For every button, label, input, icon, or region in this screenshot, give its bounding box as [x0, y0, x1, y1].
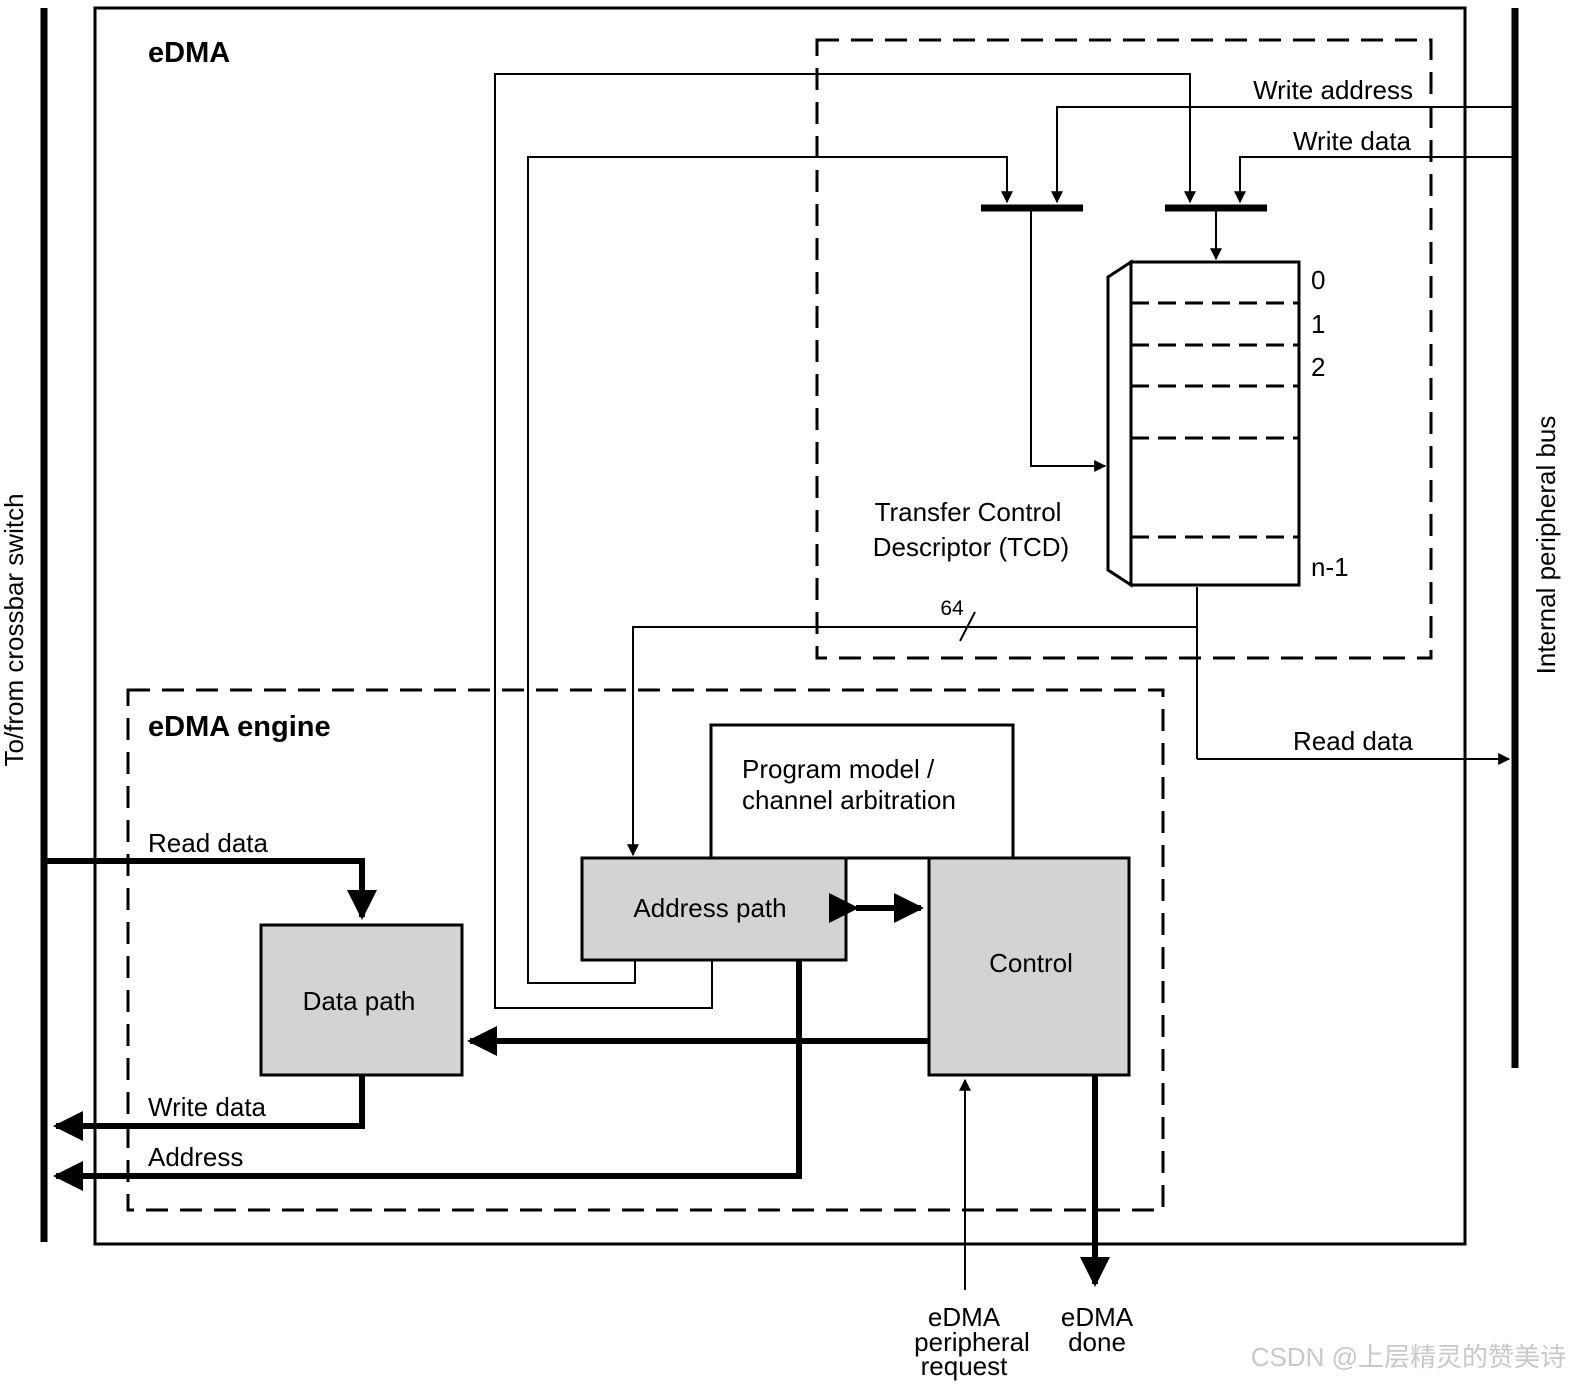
tcd-row-label-0: 0 — [1311, 265, 1325, 295]
request-label-line1: eDMA — [928, 1302, 1001, 1332]
write-address-label: Write address — [1253, 75, 1413, 105]
address-path-label: Address path — [633, 893, 786, 923]
write-data-line — [1234, 156, 1515, 204]
write-data-output-line — [53, 1075, 365, 1141]
tcd-row-label-1: 1 — [1311, 309, 1325, 339]
done-label-line2: done — [1068, 1327, 1126, 1357]
control-label: Control — [989, 948, 1073, 978]
tcd-to-address-path — [627, 626, 1197, 857]
request-label-line2: peripheral — [914, 1327, 1030, 1357]
request-label-line3: request — [921, 1351, 1008, 1381]
bus-width-slash — [959, 611, 976, 642]
bus-read-data-label: Read data — [1293, 726, 1414, 756]
control-block — [927, 856, 1131, 1077]
engine-title: eDMA engine — [148, 711, 331, 743]
tcd-row-label-2: 2 — [1311, 352, 1325, 382]
watermark: CSDN @上层精灵的赞美诗 — [1251, 1342, 1566, 1372]
tcd-row-label-last: n-1 — [1311, 552, 1349, 582]
read-data-input-line — [44, 858, 377, 920]
engine-read-data-label: Read data — [148, 828, 269, 858]
edma-outer-box — [93, 6, 1467, 1246]
address-path-block — [580, 856, 848, 962]
mux-left-output — [1030, 211, 1107, 472]
data-path-label: Data path — [303, 986, 416, 1016]
tcd-region — [815, 38, 1433, 660]
program-model-label-line2: channel arbitration — [742, 785, 956, 815]
bus-label: Internal peripheral bus — [1531, 416, 1561, 675]
addr-feedback-inner — [527, 156, 1013, 984]
address-output-line — [53, 960, 802, 1191]
engine-region — [126, 688, 1165, 1212]
tcd-label-line1: Transfer Control — [875, 497, 1062, 527]
write-address-line — [1051, 106, 1515, 204]
program-model-label-line1: Program model / — [742, 754, 935, 784]
engine-address-label: Address — [148, 1142, 243, 1172]
done-label-line1: eDMA — [1061, 1302, 1134, 1332]
crossbar-label: To/from crossbar switch — [0, 493, 29, 766]
program-model-block — [709, 723, 1015, 860]
edma-title: eDMA — [148, 37, 230, 69]
bus-width-label: 64 — [940, 597, 964, 620]
tcd-memory-side — [1106, 259, 1133, 588]
engine-write-data-label: Write data — [148, 1092, 267, 1122]
tcd-label-line2: Descriptor (TCD) — [873, 532, 1069, 562]
write-data-label: Write data — [1293, 126, 1412, 156]
addr-feedback-outer — [494, 73, 1196, 1009]
